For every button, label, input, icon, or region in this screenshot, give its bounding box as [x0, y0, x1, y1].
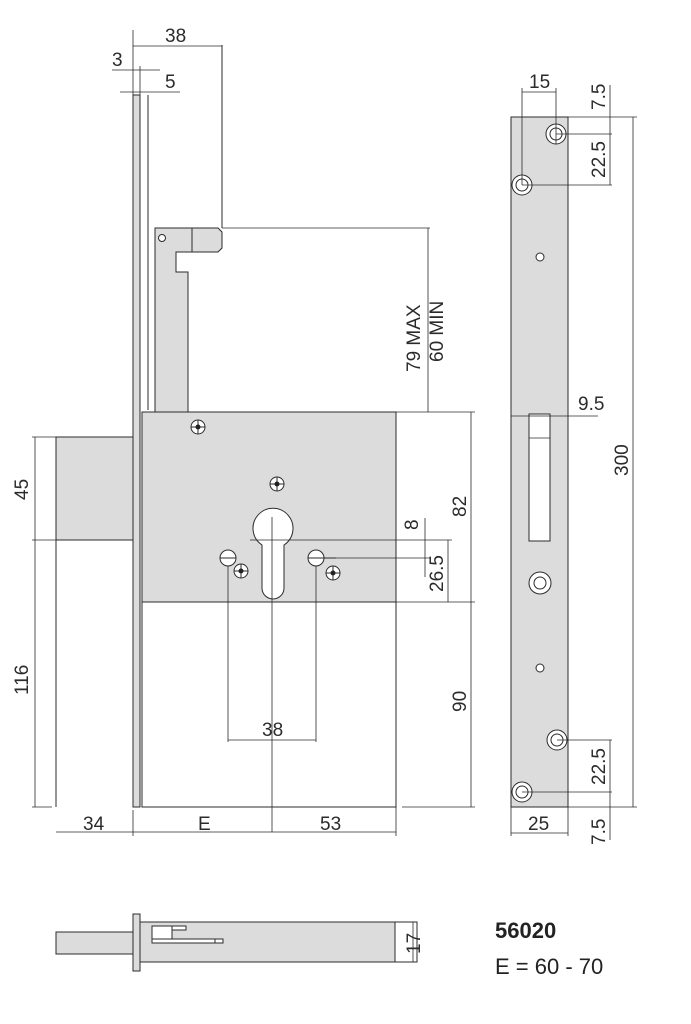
dim-bolt-throw: 34 — [83, 814, 105, 835]
side-faceplate — [132, 913, 141, 972]
dim-case-lower: 90 — [450, 691, 471, 712]
backset-note: E = 60 - 70 — [495, 954, 604, 979]
product-code: 56020 — [495, 918, 557, 943]
dim-faceplate-thickness: 3 — [112, 50, 123, 71]
side-bolt — [55, 931, 134, 955]
dim-side-thickness: 17 — [404, 933, 425, 954]
dim-bolt-height: 45 — [12, 479, 33, 500]
dim-bottom-hole-spacing: 22.5 — [589, 748, 610, 785]
screw-icon — [269, 476, 285, 492]
front-view — [55, 45, 452, 832]
faceplate — [132, 94, 141, 808]
dim-strike-width: 25 — [528, 814, 549, 835]
dim-top-hole-spacing: 22.5 — [589, 141, 610, 178]
dim-rear-to-center: 53 — [320, 814, 341, 835]
dim-latch-max: 79 MAX — [404, 304, 425, 372]
dim-follower-offset: 8 — [402, 519, 423, 530]
dim-case-upper: 82 — [450, 496, 471, 517]
dim-slot-width: 9.5 — [578, 394, 604, 415]
dim-cylinder-offset: 26.5 — [427, 555, 448, 592]
screw-icon — [233, 563, 249, 579]
dim-faceplate-to-edge: 38 — [165, 26, 186, 47]
screw-icon — [325, 565, 341, 581]
dim-bottom-margin: 7.5 — [589, 819, 610, 845]
strike-plate — [510, 116, 569, 808]
lock-case-lower — [141, 601, 397, 808]
dim-screw-spacing: 38 — [262, 720, 283, 741]
dim-hole-offset: 15 — [529, 72, 550, 93]
front-dimensions: 38 3 5 79 MAX 60 MIN 82 8 26.5 90 45 116… — [12, 26, 475, 836]
dim-backset: E — [198, 814, 211, 835]
bolt-slot — [528, 413, 551, 542]
dim-latch-min: 60 MIN — [427, 301, 448, 362]
dim-top-margin: 7.5 — [589, 84, 610, 110]
dim-body-offset: 5 — [165, 72, 176, 93]
screw-icon — [190, 419, 206, 435]
dim-bolt-to-bottom: 116 — [12, 665, 33, 695]
deadbolt — [55, 436, 134, 541]
dim-total-length: 300 — [612, 444, 633, 476]
latch-arm — [154, 227, 223, 413]
strike-dimensions: 15 7.5 22.5 9.5 300 22.5 7.5 25 — [510, 72, 637, 845]
side-view: 17 — [55, 913, 425, 972]
